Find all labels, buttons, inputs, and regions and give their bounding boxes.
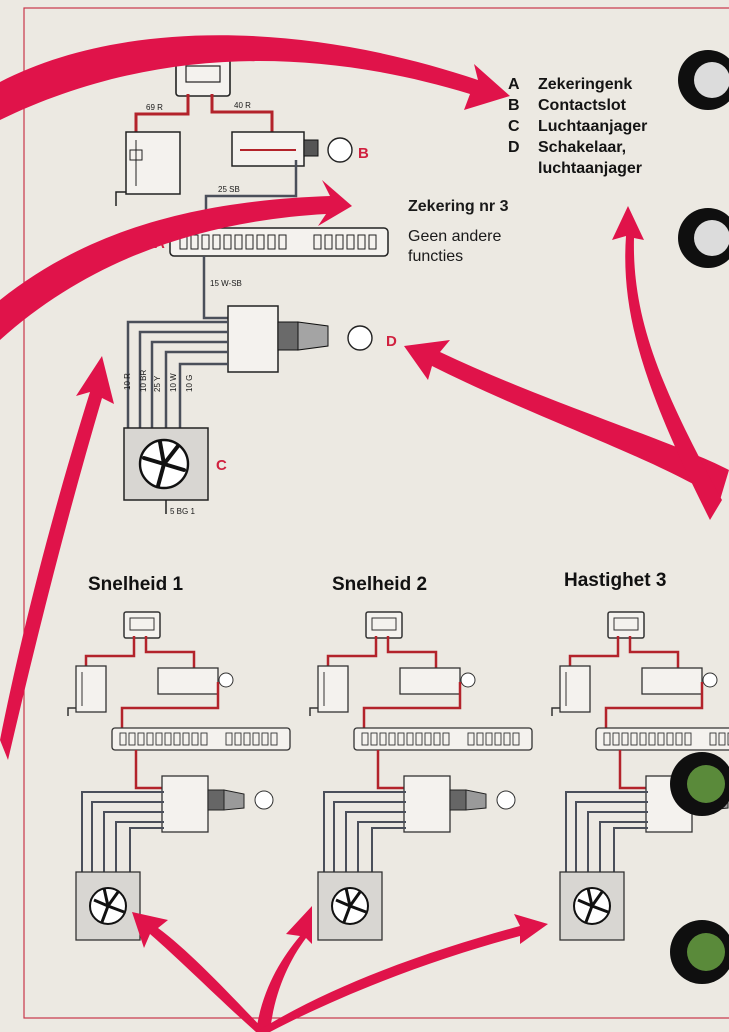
label-b: B xyxy=(358,145,369,162)
svg-text:25 Y: 25 Y xyxy=(153,375,162,392)
fuse-note-line1: Geen andere xyxy=(408,228,502,245)
svg-text:10 R: 10 R xyxy=(123,373,132,390)
wire-label-25sb: 25 SB xyxy=(218,185,240,194)
label-d: D xyxy=(386,333,397,350)
wire-label-15wsb: 15 W-SB xyxy=(210,279,242,288)
svg-text:10 BR: 10 BR xyxy=(139,370,148,392)
legend-text: Luchtaanjager xyxy=(538,118,648,135)
legend-text: Schakelaar, xyxy=(538,139,627,156)
speed-1-title: Snelheid 1 xyxy=(88,574,184,595)
pointer-arrows xyxy=(0,35,729,1032)
speed-1-diagram xyxy=(66,610,292,942)
speed-2-diagram xyxy=(308,610,534,942)
wire-label-40r: 40 R xyxy=(234,101,251,110)
wire-label-69r: 69 R xyxy=(146,103,163,112)
svg-text:10 G: 10 G xyxy=(185,375,194,392)
binder-rings xyxy=(670,50,729,984)
fuse-title: Zekering nr 3 xyxy=(408,198,509,215)
relay-block xyxy=(125,131,181,195)
speed-2-title: Snelheid 2 xyxy=(332,574,428,595)
svg-text:5 BG 1: 5 BG 1 xyxy=(170,507,195,516)
legend-text: luchtaanjager xyxy=(538,160,643,177)
svg-text:10 W: 10 W xyxy=(169,373,178,392)
speed-3-title: Hastighet 3 xyxy=(564,570,667,591)
label-c: C xyxy=(216,457,227,474)
legend-text: Contactslot xyxy=(538,97,626,114)
legend-text: Zekeringenk xyxy=(538,76,633,93)
fuse-note-line2: functies xyxy=(408,248,464,265)
fan-switch-d xyxy=(227,305,279,373)
